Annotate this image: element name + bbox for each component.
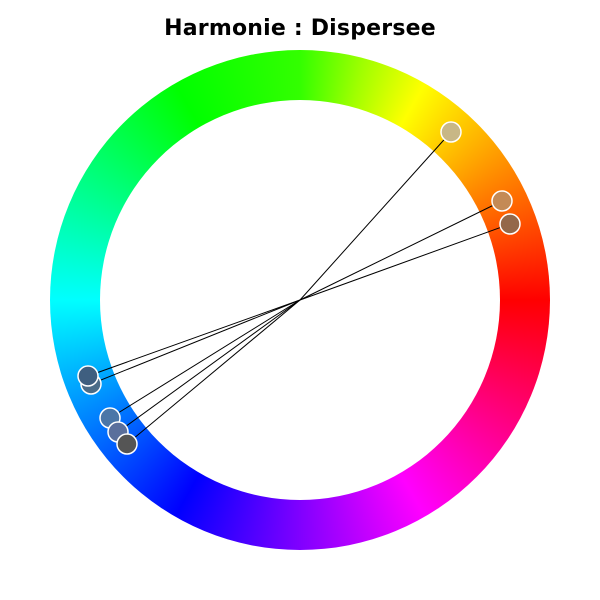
link-line-brown	[299, 223, 511, 301]
swatch-dark-gray[interactable]	[116, 433, 138, 455]
swatch-brown[interactable]	[499, 213, 521, 235]
link-line-steel-blue-1	[90, 299, 301, 385]
swatch-orange-light[interactable]	[491, 190, 513, 212]
link-line-tan	[299, 131, 452, 301]
link-line-steel-blue-2	[87, 299, 301, 377]
link-line-orange-light	[299, 200, 503, 301]
link-line-blue-medium	[109, 299, 301, 419]
swatch-steel-blue-2[interactable]	[77, 365, 99, 387]
link-line-slate-blue	[117, 299, 301, 433]
link-line-dark-gray	[126, 299, 301, 445]
chart-title: Harmonie : Dispersee	[164, 16, 436, 41]
swatch-markers[interactable]	[77, 121, 521, 455]
link-lines	[87, 131, 511, 445]
swatch-tan[interactable]	[440, 121, 462, 143]
